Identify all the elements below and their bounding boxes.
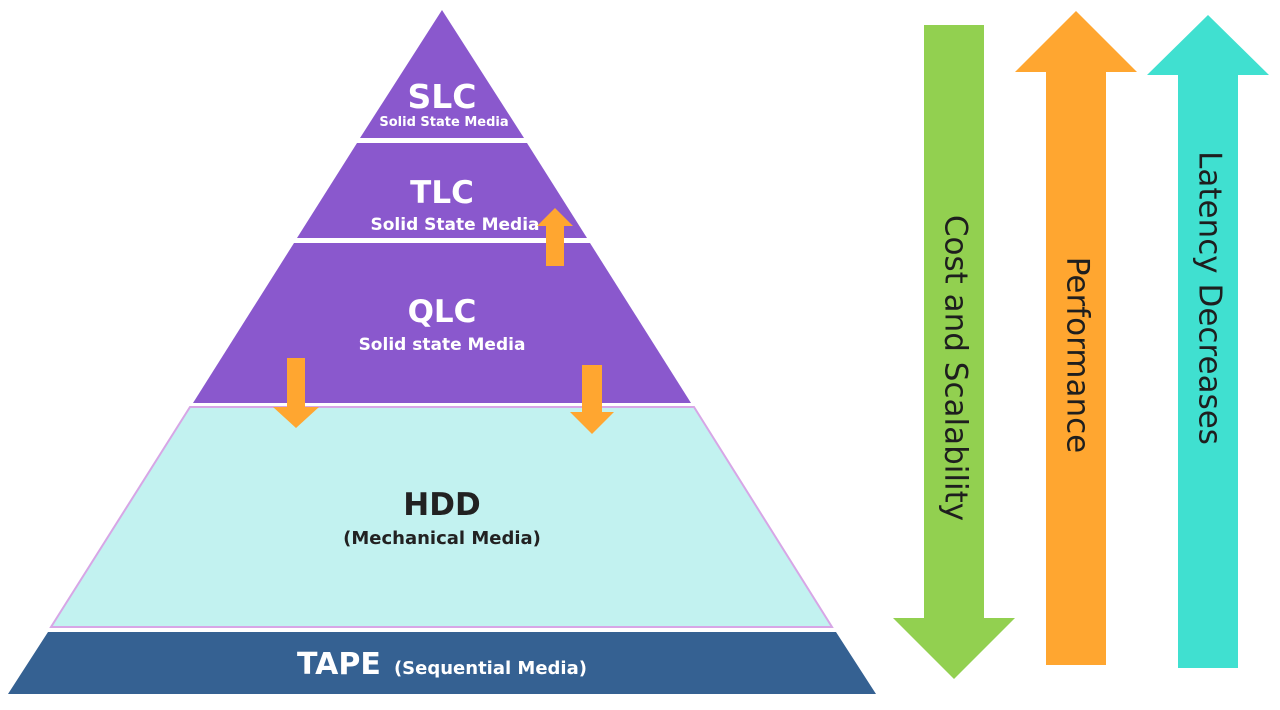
qlc-subtitle: Solid state Media	[359, 335, 526, 355]
latency-arrow-icon	[1147, 15, 1269, 668]
slc-title: SLC	[407, 77, 476, 116]
qlc-right-down-arrow	[570, 365, 614, 434]
qlc-title: QLC	[408, 294, 477, 330]
cost-arrow-label: Cost and Scalability	[938, 215, 974, 521]
tlc-up-arrow	[537, 208, 573, 266]
cost-arrow-icon	[893, 25, 1015, 679]
tape-subtitle: (Sequential Media)	[394, 658, 587, 679]
hdd-title: HDD	[403, 487, 480, 523]
qlc-left-down-arrow	[273, 358, 319, 428]
tlc-subtitle: Solid State Media	[371, 215, 540, 235]
tlc-tier	[297, 143, 587, 238]
tape-label: TAPE (Sequential Media)	[297, 647, 587, 682]
latency-arrow-label: Latency Decreases	[1192, 151, 1228, 445]
hdd-subtitle: (Mechanical Media)	[343, 528, 541, 549]
hdd-tier	[49, 406, 834, 628]
tape-tier	[8, 632, 876, 694]
slc-subtitle: Solid State Media	[379, 115, 508, 130]
tlc-title: TLC	[410, 175, 474, 211]
performance-arrow-label: Performance	[1060, 257, 1096, 453]
qlc-tier	[193, 243, 691, 403]
slc-tier	[360, 10, 524, 138]
tape-title: TAPE	[297, 647, 381, 682]
performance-arrow-icon	[1015, 11, 1137, 665]
